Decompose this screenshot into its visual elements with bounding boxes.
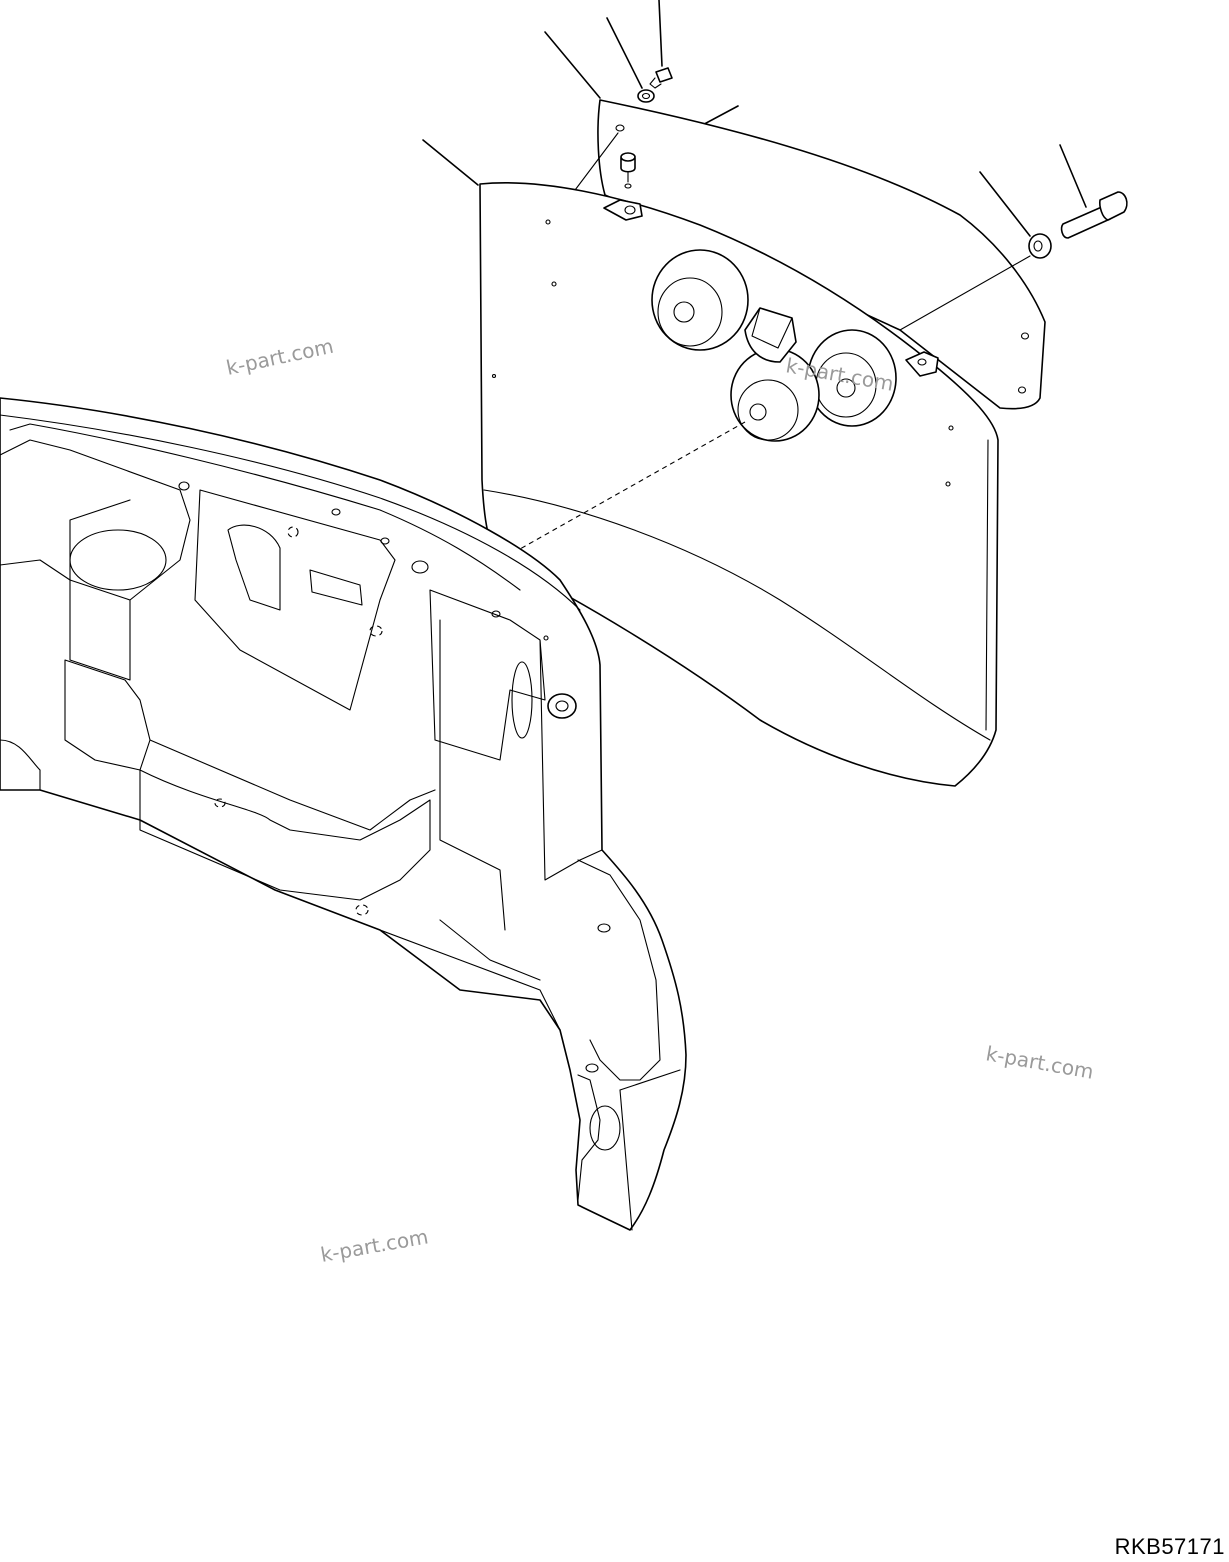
watermark-text: k-part.com [319,1224,430,1267]
right-bolt-washer [899,191,1128,331]
watermark-text: k-part.com [224,334,336,380]
top-hardware [620,67,673,189]
drawing-code: RKB57171 [1114,1534,1225,1559]
watermark-text: k-part.com [984,1041,1095,1084]
cover-panel [379,182,999,787]
counterweight-body [0,397,687,1231]
